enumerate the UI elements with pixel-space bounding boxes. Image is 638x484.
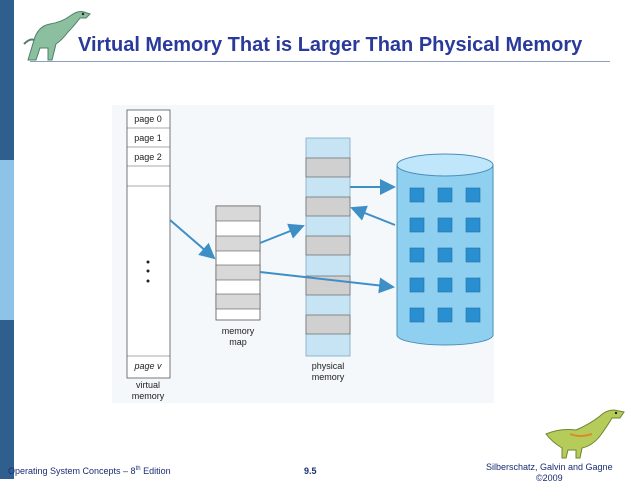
arrow-map-to-disk: [259, 271, 395, 294]
arrow-virtual-to-map: [169, 219, 216, 260]
footer-edition-superscript: th: [135, 466, 141, 472]
virtual-page-label: page 2: [134, 152, 162, 162]
slide-number: 9.5: [304, 466, 317, 476]
mapping-arrows: [169, 179, 396, 294]
memory-map-label-line1: memory: [222, 326, 255, 336]
footer-copyright: ©2009: [535, 473, 563, 483]
virtual-memory-label-line1: virtual: [136, 380, 160, 390]
disk-blocks: [409, 187, 481, 323]
virtual-memory-column: page 0 page 1 page 2 page v virtual memo…: [126, 109, 171, 401]
physical-memory-label-line1: physical: [312, 361, 345, 371]
virtual-page-label: page 1: [134, 133, 162, 143]
sidebar-accent-top: [0, 0, 14, 160]
memory-map-column: memory map: [215, 205, 261, 347]
footer-authors: Silberschatz, Galvin and Gagne©2009: [486, 462, 613, 484]
footer-book-title-text: Operating System Concepts – 8: [8, 466, 136, 476]
ellipsis-dot: [146, 269, 150, 273]
sidebar-accent-middle: [0, 160, 14, 320]
footer-edition-text: Edition: [140, 466, 171, 476]
ellipsis-dot: [146, 260, 150, 264]
slide-title: Virtual Memory That is Larger Than Physi…: [78, 34, 583, 56]
arrow-disk-to-physical: [350, 205, 396, 226]
physical-memory-label-line2: memory: [312, 372, 345, 382]
memory-map-label-line2: map: [229, 337, 247, 347]
sidebar-accent-bottom: [0, 320, 14, 479]
dinosaur-logo-icon: [545, 409, 625, 459]
dinosaur-logo-icon: [23, 11, 91, 61]
last-virtual-page-label: page v: [133, 361, 162, 371]
footer-book-title: Operating System Concepts – 8th Edition: [8, 466, 171, 476]
disk-cylinder: [396, 153, 494, 346]
ellipsis-dot: [146, 279, 150, 283]
arrow-map-to-physical: [259, 223, 305, 244]
virtual-memory-label-line2: memory: [132, 391, 165, 401]
physical-memory-column: physical memory: [305, 137, 351, 382]
footer-authors-text: Silberschatz, Galvin and Gagne: [486, 462, 613, 472]
title-underline: [30, 61, 610, 62]
virtual-page-label: page 0: [134, 114, 162, 124]
